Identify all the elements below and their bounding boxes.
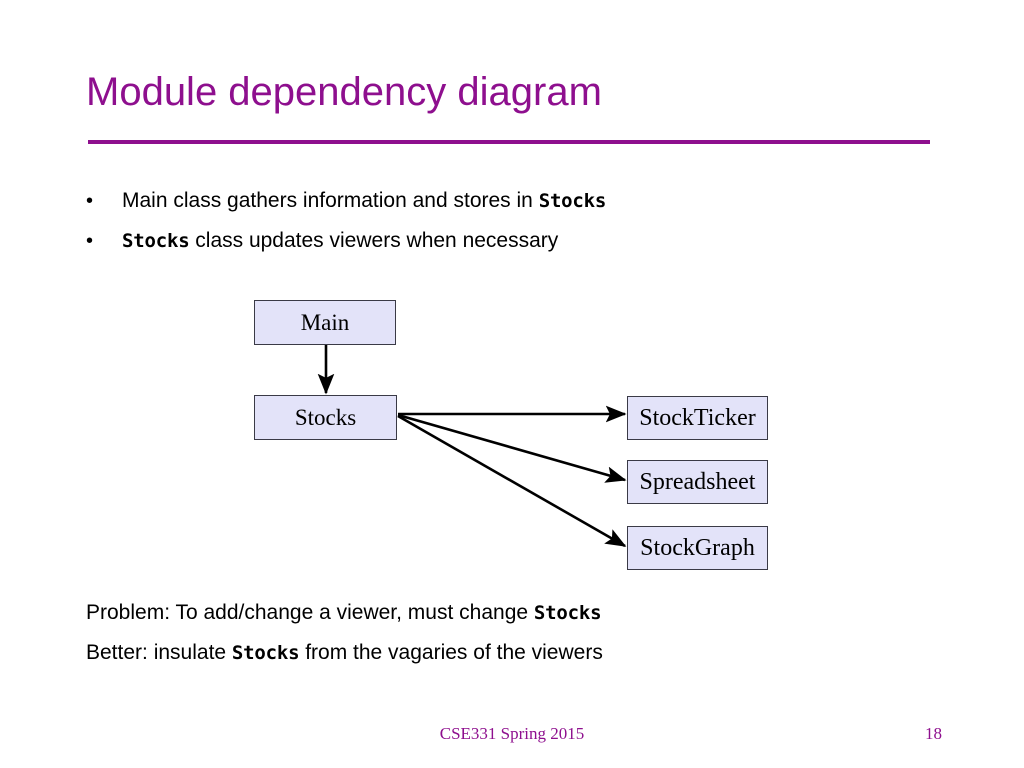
- diagram-node-spreadsheet: Spreadsheet: [627, 460, 768, 504]
- closing-code-segment: Stocks: [231, 642, 300, 664]
- bullet-text-segment: class updates viewers when necessary: [189, 229, 559, 252]
- edge-stocks-to-stockgraph: [397, 414, 627, 548]
- footer-page-number: 18: [925, 724, 942, 743]
- bullet-marker: •: [86, 190, 94, 212]
- edge-stocks-to-spreadsheet: [397, 413, 627, 483]
- node-label: StockGraph: [640, 535, 755, 561]
- page-title: Module dependency diagram: [86, 70, 602, 114]
- closing-code-segment: Stocks: [533, 602, 602, 624]
- node-label: Main: [300, 310, 350, 335]
- bullet-item: • Stocks class updates viewers when neces…: [86, 228, 966, 254]
- footer-course-label: CSE331 Spring 2015: [439, 724, 585, 743]
- node-label: Stocks: [294, 405, 357, 430]
- closing-statement-better: Better: insulate Stocks from the vagarie…: [86, 640, 986, 666]
- bullet-code-segment: Stocks: [122, 230, 190, 252]
- node-label: StockTicker: [639, 405, 756, 431]
- bullet-text-segment: Main class gathers information and store…: [122, 189, 539, 212]
- closing-text-segment: Better: insulate: [86, 641, 232, 664]
- bullet-marker: •: [86, 230, 94, 252]
- diagram-node-main: Main: [254, 300, 396, 345]
- bullet-code-segment: Stocks: [538, 190, 607, 212]
- closing-text-segment: from the vagaries of the viewers: [299, 641, 603, 664]
- diagram-node-stocks: Stocks: [254, 395, 397, 440]
- diagram-node-stockticker: StockTicker: [627, 396, 768, 440]
- closing-text-segment: Problem: To add/change a viewer, must ch…: [86, 601, 534, 624]
- diagram-node-stockgraph: StockGraph: [627, 526, 768, 570]
- closing-statement-problem: Problem: To add/change a viewer, must ch…: [86, 600, 986, 626]
- title-divider: [88, 140, 930, 144]
- bullet-item: • Main class gathers information and stor…: [86, 188, 966, 214]
- node-label: Spreadsheet: [639, 469, 756, 495]
